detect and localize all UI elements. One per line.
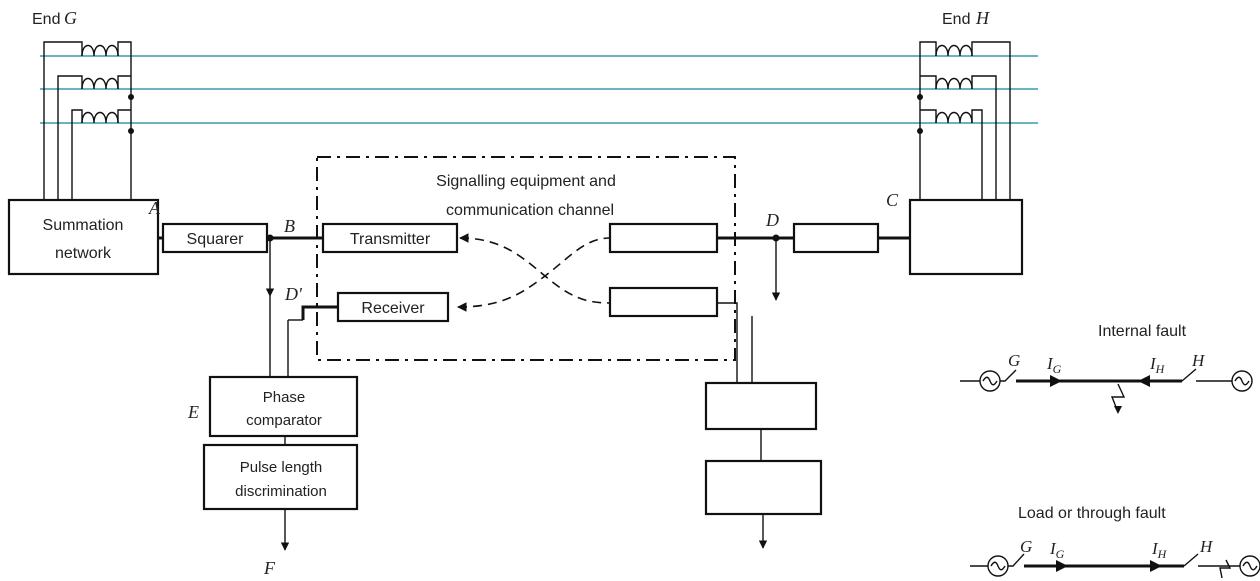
through-ih-label: IH xyxy=(1151,539,1168,561)
squarer-label: Squarer xyxy=(187,231,245,248)
fault-bolt-icon xyxy=(1110,383,1126,413)
point-a-label: A xyxy=(148,198,161,218)
end-g-variable: G xyxy=(64,8,77,28)
end-h-variable: H xyxy=(975,8,990,28)
point-b-label: B xyxy=(284,216,295,236)
phase-comparator-box xyxy=(208,375,359,438)
current-transformers-h xyxy=(917,41,1011,200)
signalling-label-2: communication channel xyxy=(446,202,614,219)
point-d-prime-label: D' xyxy=(284,284,303,304)
channel-box-upper xyxy=(608,222,719,254)
signalling-label-1: Signalling equipment and xyxy=(436,173,616,190)
summation-network-box xyxy=(7,198,160,276)
channel-box-lower xyxy=(608,286,719,318)
end-g-label: End xyxy=(32,11,60,28)
internal-h-label: H xyxy=(1191,351,1206,370)
transmitter-label: Transmitter xyxy=(350,231,431,248)
end-h-summation-box xyxy=(908,198,1024,276)
internal-ih-label: IH xyxy=(1149,354,1166,376)
end-h-squarer-box xyxy=(792,222,880,254)
receiver-label: Receiver xyxy=(361,300,425,317)
fault-bolt-2-icon xyxy=(1219,559,1232,579)
point-d-label: D xyxy=(765,210,779,230)
point-e-label: E xyxy=(187,402,199,422)
pulse-label-2: discrimination xyxy=(235,483,327,500)
end-h-phase-comparator-box xyxy=(704,381,818,431)
pulse-length-box xyxy=(202,443,359,511)
summation-label-1: Summation xyxy=(43,217,124,234)
internal-g-label: G xyxy=(1008,351,1020,370)
internal-fault-title: Internal fault xyxy=(1098,323,1187,340)
internal-fault-inset: Internal fault G IG IH H xyxy=(960,323,1253,414)
point-c-label: C xyxy=(886,190,899,210)
phase-label-2: comparator xyxy=(246,412,322,429)
through-ig-label: IG xyxy=(1049,539,1065,561)
squarer-box xyxy=(161,222,269,254)
transmitter-box xyxy=(321,222,459,254)
phase-label-1: Phase xyxy=(263,389,306,406)
through-g-label: G xyxy=(1020,537,1032,556)
end-h-label: End xyxy=(942,11,970,28)
point-f-label: F xyxy=(263,558,276,578)
summation-label-2: network xyxy=(55,245,112,262)
through-fault-title: Load or through fault xyxy=(1018,505,1166,522)
through-h-label: H xyxy=(1199,537,1214,556)
through-fault-inset: Load or through fault G IG IH H xyxy=(970,505,1260,579)
internal-ig-label: IG xyxy=(1046,354,1062,376)
end-h-discrimination-box xyxy=(704,459,823,516)
current-transformers-g xyxy=(43,41,134,200)
pulse-label-1: Pulse length xyxy=(240,459,323,476)
signalling-enclosure xyxy=(316,156,736,361)
transmission-lines xyxy=(40,55,1038,124)
